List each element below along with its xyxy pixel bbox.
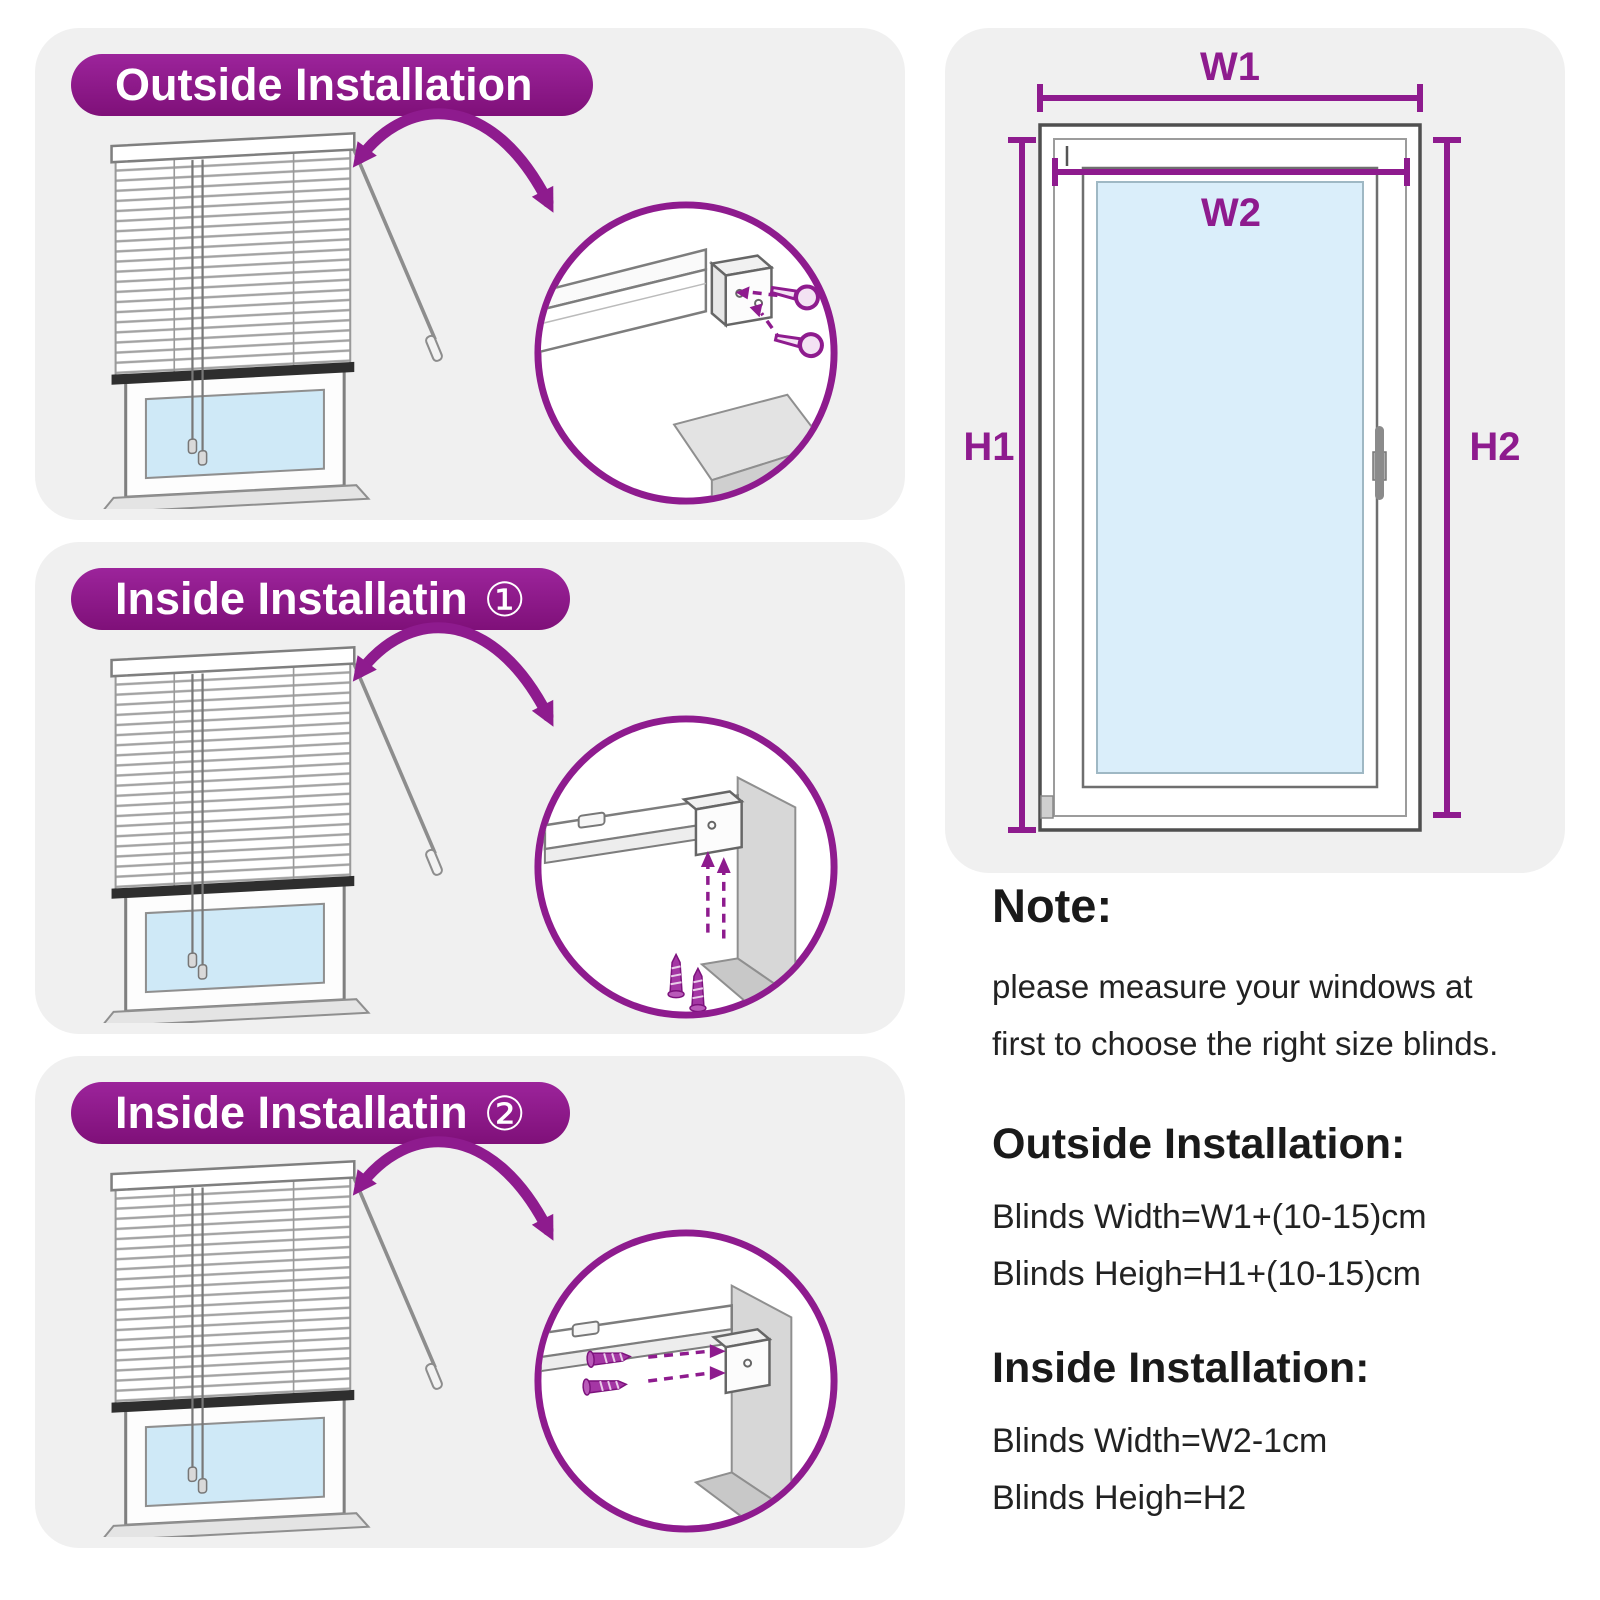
latch-detail	[577, 811, 606, 829]
flip-arrow	[352, 622, 554, 727]
eye-screw	[769, 284, 820, 311]
note-line-2: first to choose the right size blinds.	[992, 1025, 1499, 1062]
screw	[667, 952, 685, 999]
inside-width-formula: Blinds Width=W2-1cm	[992, 1422, 1328, 1460]
bottom-rail	[111, 361, 355, 385]
guide-arrowhead	[716, 857, 731, 873]
window-glass	[1096, 181, 1364, 774]
guide-arrowhead	[709, 1366, 726, 1381]
blinds-illustration	[99, 1160, 443, 1537]
outside-mount-detail	[534, 201, 838, 505]
flip-arrow	[352, 1136, 554, 1241]
cord-tassel	[197, 449, 208, 466]
panel-title-banner: Outside Installation	[71, 54, 593, 116]
panel-title: Outside Installation	[115, 59, 533, 110]
bracket-face	[724, 266, 773, 327]
window-sill	[99, 484, 371, 509]
cord-tassel	[187, 1466, 198, 1483]
detail-circle	[534, 201, 838, 505]
beam-line	[540, 282, 707, 326]
eye-screw	[773, 332, 824, 359]
panel-badge-circled-1: ①	[483, 572, 526, 626]
flip-arrow	[352, 108, 554, 213]
window-glass	[144, 1416, 325, 1508]
screw-guide	[751, 290, 778, 298]
blinds-window-group	[99, 1160, 443, 1537]
inside-height-formula: Blinds Heigh=H2	[992, 1479, 1247, 1517]
window-sill	[99, 1512, 371, 1537]
blinds-slats	[114, 148, 352, 378]
screw	[689, 966, 707, 1013]
h2-label: H2	[1469, 425, 1520, 469]
arrow-path	[352, 1136, 554, 1241]
detail-content	[543, 775, 798, 1013]
window-measure-diagram: W1 W2 H1 H2	[963, 45, 1521, 833]
screw-guide	[648, 1371, 711, 1383]
note-heading: Note:	[992, 879, 1113, 932]
wand-handle	[425, 334, 443, 362]
guide-arrowhead	[735, 286, 750, 300]
bracket-side	[710, 260, 727, 328]
bracket-face	[694, 799, 743, 857]
guide-arrowhead	[700, 851, 715, 867]
frame-beam-front	[540, 267, 708, 355]
inside-installation-heading: Inside Installation:	[992, 1344, 1370, 1392]
blinds-slats	[114, 662, 352, 892]
panel-badge-circled-2: ②	[483, 1086, 526, 1140]
outside-height-formula: Blinds Heigh=H1+(10-15)cm	[992, 1255, 1421, 1293]
window-sill	[99, 998, 371, 1023]
guide-arrowhead	[709, 1344, 726, 1359]
outside-width-formula: Blinds Width=W1+(10-15)cm	[992, 1198, 1427, 1236]
arrow-path	[352, 108, 554, 213]
wand-handle	[425, 1362, 443, 1390]
blinds-illustration	[99, 132, 443, 509]
note-line-1: please measure your windows at	[992, 968, 1473, 1005]
dimension-lines: W1 W2 H1 H2	[963, 45, 1521, 833]
window-handle	[1375, 426, 1384, 500]
wand-handle	[425, 848, 443, 876]
h1-label: H1	[963, 425, 1014, 469]
measure-diagram-panel: W1 W2 H1 H2	[945, 28, 1565, 873]
bracket-hole	[743, 1358, 753, 1368]
panel-title: Inside Installatin	[115, 573, 468, 624]
guide-arrowhead	[749, 303, 763, 318]
window-glass	[144, 388, 325, 480]
bottom-rail	[111, 1389, 355, 1413]
outside-installation-heading: Outside Installation:	[992, 1120, 1406, 1168]
screw-guide	[648, 1349, 711, 1359]
panel-title: Inside Installatin	[115, 1087, 468, 1138]
panel-title-banner: Inside Installatin ①	[71, 568, 570, 630]
window-glass	[144, 902, 325, 994]
panel-inside-installation-1: Inside Installatin ①	[35, 542, 905, 1034]
window-frame-inner-line	[1053, 138, 1407, 817]
screw	[586, 1350, 632, 1368]
arrow-path	[352, 622, 554, 727]
blinds-window-group	[99, 132, 443, 509]
cord-tassel	[187, 952, 198, 969]
blinds-slats	[114, 1176, 352, 1406]
cord-tassel	[197, 1477, 208, 1494]
latch-detail	[571, 1320, 600, 1338]
w1-label: W1	[1200, 45, 1260, 89]
bracket-hole	[707, 820, 717, 830]
panel-inside-installation-2: Inside Installatin ②	[35, 1056, 905, 1548]
panel-outside-installation: Outside Installation	[35, 28, 905, 520]
screw	[582, 1378, 628, 1396]
bottom-rail	[111, 875, 355, 899]
cord-tassel	[187, 438, 198, 455]
panel-title-banner: Inside Installatin ②	[71, 1082, 570, 1144]
inside-mount-detail-2	[534, 1229, 838, 1533]
w2-label: W2	[1201, 191, 1261, 235]
hinge	[1040, 795, 1054, 819]
cord-tassel	[197, 963, 208, 980]
inside-mount-detail-1	[534, 715, 838, 1019]
